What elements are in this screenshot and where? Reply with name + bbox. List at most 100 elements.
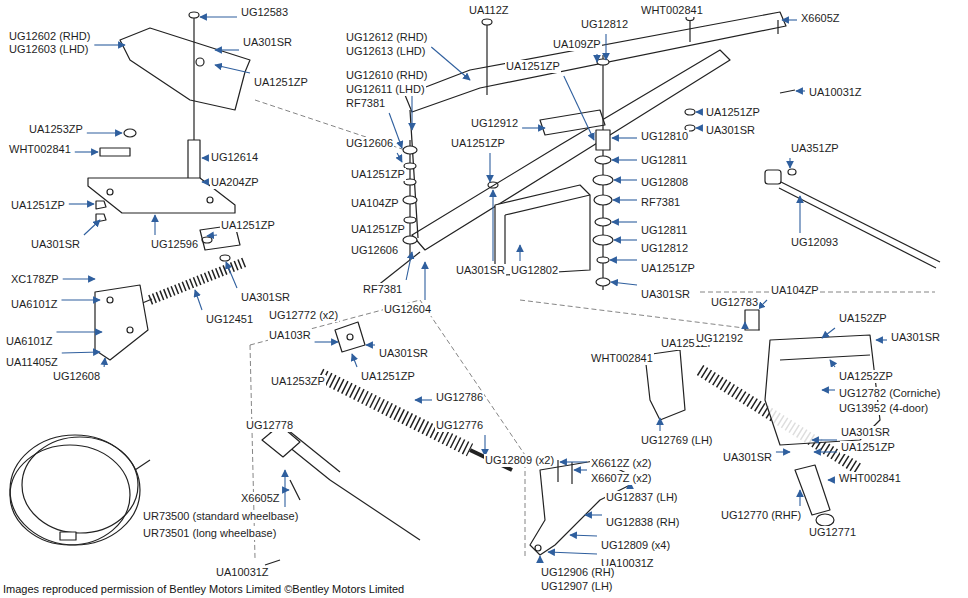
part-number: UG12772 (x2) — [268, 309, 339, 322]
part-number: UA1251ZP — [450, 137, 506, 150]
leader-line — [612, 221, 637, 222]
part-number: XC178ZP — [10, 273, 60, 286]
part-number: UG12771 — [808, 526, 857, 539]
leader-line — [744, 322, 745, 329]
part-number: UA1251ZP — [350, 223, 406, 236]
part-number: UA112Z — [468, 4, 510, 17]
leader-line — [876, 339, 887, 340]
part-number: UA11405Z — [5, 356, 59, 369]
leader-line — [406, 252, 412, 280]
leader-line — [397, 153, 402, 162]
leader-line — [154, 215, 155, 235]
part-number: UG12612 (RHD) — [345, 31, 428, 44]
part-number: UA301SR — [240, 291, 291, 304]
part-number: UA351ZP — [790, 142, 840, 155]
part-number: UA104ZP — [350, 197, 400, 210]
part-number: UA109ZP — [552, 38, 602, 51]
part-number: UG12812 — [640, 242, 689, 255]
leader-line — [202, 181, 207, 182]
leader-line — [75, 151, 98, 152]
part-number: UG12606 — [350, 244, 399, 257]
part-number: UG12802 — [510, 264, 559, 277]
leader-line — [548, 552, 597, 554]
leader-line — [613, 199, 637, 200]
leader-line — [84, 220, 100, 235]
leader-line — [822, 328, 835, 338]
leader-line — [612, 137, 637, 138]
part-number: UG12811 — [640, 154, 688, 167]
part-number: UG12611 (LHD) — [345, 83, 426, 96]
leader-line — [215, 49, 239, 50]
part-number: UA1253ZP — [28, 123, 84, 136]
part-number: UG13952 (4-door) — [838, 402, 929, 415]
leader-line — [828, 479, 835, 480]
leader-line — [799, 196, 800, 233]
part-number: UG12808 — [640, 176, 689, 189]
leader-line — [69, 203, 94, 204]
part-number: UG12786 — [435, 391, 484, 404]
part-number: UA1251ZP — [10, 199, 66, 212]
leader-line — [822, 389, 835, 390]
part-number: UG12783 — [710, 296, 759, 309]
part-number: RF7381 — [362, 283, 403, 296]
part-number: UG12451 — [205, 313, 254, 326]
part-number: UR73500 (standard wheelbase) — [142, 510, 299, 523]
part-number: UA1253ZP — [270, 375, 326, 388]
part-number: X6605Z — [240, 492, 281, 505]
leader-line — [519, 245, 520, 261]
part-number: UG12614 — [210, 151, 259, 164]
part-number: X6605Z — [800, 12, 841, 25]
part-number: UA1251ZP — [705, 106, 761, 119]
part-number: UG12782 (Corniche) — [838, 387, 942, 400]
leader-line — [284, 489, 289, 490]
part-number: UG12602 (RHD) — [8, 30, 91, 43]
part-number: UA6101Z — [10, 298, 58, 311]
leader-line — [195, 290, 202, 310]
leader-line — [614, 239, 637, 240]
leader-line — [484, 435, 485, 456]
copyright-caption: Images reproduced permission of Bentley … — [3, 583, 404, 596]
part-number: WHT002841 — [8, 143, 72, 156]
part-number: UA1251ZP — [350, 168, 406, 181]
leader-line — [352, 354, 357, 367]
leader-line — [539, 556, 540, 563]
part-number: UA301SR — [242, 36, 293, 49]
leader-line — [758, 300, 767, 309]
leader-line — [431, 47, 470, 80]
part-number: UG12776 — [435, 419, 484, 432]
part-number: UG12907 (LH) — [540, 580, 614, 593]
leader-line — [610, 259, 637, 260]
part-number: UA6101Z — [5, 335, 53, 348]
leader-line — [782, 19, 797, 20]
part-number: UA152ZP — [838, 312, 888, 325]
part-number: UG12192 — [695, 332, 744, 345]
part-number: UA301SR — [378, 347, 429, 360]
leader-line — [614, 179, 637, 180]
part-number: UA301SR — [455, 264, 506, 277]
part-number: UA301SR — [705, 124, 756, 137]
leader-line — [522, 127, 545, 128]
part-number: UA204ZP — [210, 176, 260, 189]
part-number: UA1251ZP — [360, 370, 416, 383]
part-number: UG12811 — [640, 224, 688, 237]
leader-line — [284, 470, 285, 507]
part-number: UG12769 (LH) — [640, 434, 714, 447]
leader-line — [424, 262, 425, 300]
part-number: UA1251ZP — [840, 441, 896, 454]
part-number: WHT002841 — [640, 4, 704, 17]
part-number: UG12604 — [383, 303, 432, 316]
part-number: UG12812 — [580, 18, 629, 31]
part-number: UA1251ZP — [253, 76, 309, 89]
leader-line — [415, 399, 432, 400]
leader-line — [560, 461, 587, 462]
part-number: X6612Z (x2) — [590, 457, 653, 470]
part-number: WHT002841 — [838, 472, 902, 485]
part-number: UA1251ZP — [220, 219, 276, 232]
part-number: UR73501 (long wheelbase) — [142, 527, 277, 540]
leader-line — [94, 44, 125, 45]
part-number: UG12596 — [150, 238, 199, 251]
part-number: UG12603 (LHD) — [8, 43, 89, 56]
leader-line — [315, 341, 338, 342]
leader-line — [585, 514, 602, 515]
